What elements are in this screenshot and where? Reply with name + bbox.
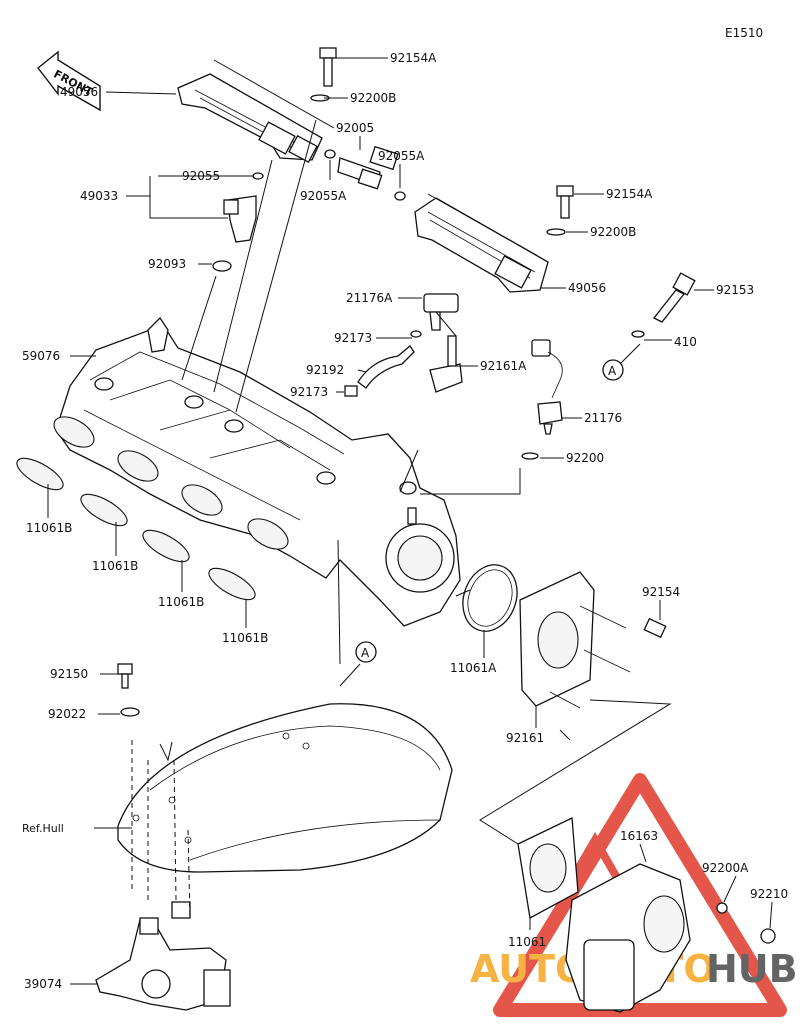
- callout-a-1: A: [602, 359, 624, 381]
- label-92022: 92022: [48, 707, 86, 721]
- gasket-11061B-4: [208, 567, 256, 601]
- label-21176: 21176: [584, 411, 622, 425]
- label-11061B-3: 11061B: [158, 595, 204, 609]
- label-92055A-left: 92055A: [300, 189, 347, 203]
- label-92150: 92150: [50, 667, 88, 681]
- diagram-code: E1510: [725, 26, 763, 40]
- gasket-11061B-3: [142, 529, 190, 563]
- label-92161: 92161: [506, 731, 544, 745]
- label-92192: 92192: [306, 363, 344, 377]
- label-92210: 92210: [750, 887, 788, 901]
- sensor-21176A: [344, 293, 463, 397]
- label-49033: 49033: [80, 189, 118, 203]
- label-92200: 92200: [566, 451, 604, 465]
- label-92200B-top: 92200B: [350, 91, 396, 105]
- label-11061B-2: 11061B: [92, 559, 138, 573]
- label-59076: 59076: [22, 349, 60, 363]
- label-16163: 16163: [620, 829, 658, 843]
- label-49056-right: 49056: [568, 281, 606, 295]
- label-11061: 11061: [508, 935, 546, 949]
- label-92154A-mid: 92154A: [606, 187, 653, 201]
- label-11061B-4: 11061B: [222, 631, 268, 645]
- label-11061A: 11061A: [450, 661, 497, 675]
- label-92161A: 92161A: [480, 359, 527, 373]
- label-92055: 92055: [182, 169, 220, 183]
- label-92093: 92093: [148, 257, 186, 271]
- label-92154A-top: 92154A: [390, 51, 437, 65]
- intake-manifold: [53, 316, 461, 627]
- gasket-11061B-1: [16, 457, 64, 491]
- hull-section: [117, 703, 453, 873]
- bolt-92150: [117, 663, 140, 717]
- bolt-92154A-mid: [546, 185, 574, 236]
- label-11061B-1: 11061B: [26, 521, 72, 535]
- spacer-plate: [519, 571, 667, 709]
- front-arrow-icon: FRONT: [37, 50, 101, 112]
- label-410: 410: [674, 335, 697, 349]
- label-92055A-right: 92055A: [378, 149, 425, 163]
- bolt-92153: [631, 272, 696, 338]
- part-labels: 92154A 49056 92200B 92005 92055A 92055A …: [22, 51, 788, 991]
- fuel-injector: [212, 172, 264, 272]
- fuel-rail-right: [414, 197, 549, 293]
- svg-text:A: A: [361, 646, 370, 660]
- bolt-92154A-top: [310, 47, 337, 102]
- fuel-rail-left: [177, 73, 323, 163]
- label-92005: 92005: [336, 121, 374, 135]
- svg-text:A: A: [608, 364, 617, 378]
- label-92153: 92153: [716, 283, 754, 297]
- label-ref-hull: Ref.Hull: [22, 822, 64, 835]
- label-92200A: 92200A: [702, 861, 749, 875]
- label-49056-left: 49056: [60, 85, 98, 99]
- callout-a-2: A: [355, 641, 377, 663]
- leader-lines: [47, 57, 773, 985]
- fuel-connector-pipe: [324, 145, 406, 201]
- label-92173-b: 92173: [290, 385, 328, 399]
- label-92154: 92154: [642, 585, 680, 599]
- label-21176A: 21176A: [346, 291, 393, 305]
- oring-11061A: [462, 564, 518, 632]
- throttle-body: [565, 863, 776, 1013]
- bracket-39074: [95, 901, 231, 1011]
- sensor-21176: [521, 339, 563, 460]
- watermark-text-b: HUB: [706, 947, 798, 991]
- label-39074: 39074: [24, 977, 62, 991]
- gasket-11061: [517, 817, 579, 920]
- label-92173-a: 92173: [334, 331, 372, 345]
- label-92200B-mid: 92200B: [590, 225, 636, 239]
- gasket-11061B-2: [80, 493, 128, 527]
